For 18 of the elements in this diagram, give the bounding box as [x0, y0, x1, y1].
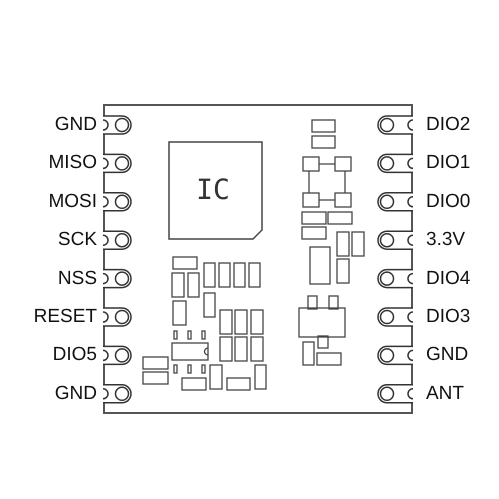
pin-label: DIO4 [426, 268, 470, 290]
pin-label: MOSI [48, 190, 97, 213]
pin-label: GND [54, 382, 97, 405]
pin-label: DIO3 [426, 306, 470, 328]
chip-label: IC [195, 175, 231, 205]
pin-label: DIO5 [52, 344, 97, 366]
pin-label: ANT [426, 382, 464, 405]
pin-label: DIO2 [426, 114, 470, 136]
pin-label: 3.3V [426, 229, 466, 252]
pin-label: DIO0 [426, 190, 470, 213]
pin-label: GND [426, 344, 468, 366]
pin-label: GND [54, 114, 97, 136]
pin-label: DIO1 [426, 152, 470, 174]
pin-label: RESET [34, 306, 97, 328]
pin-label: NSS [58, 268, 97, 290]
pin-label: MISO [48, 152, 97, 174]
module-board [103, 104, 413, 414]
pin-label: SCK [58, 229, 97, 252]
